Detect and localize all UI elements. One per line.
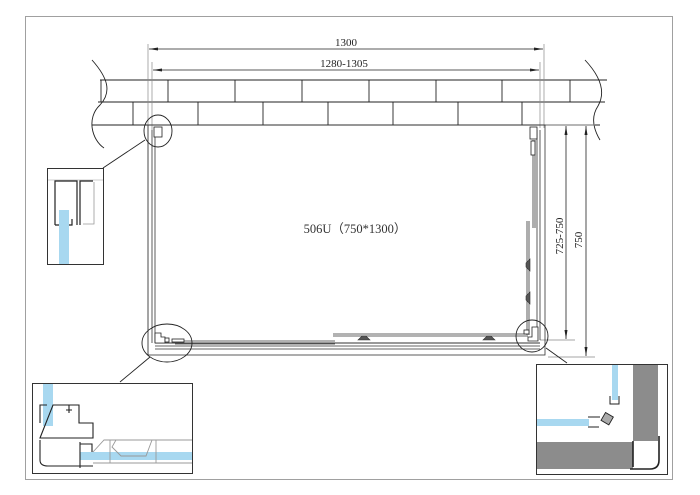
detail-top-left: [47, 168, 104, 265]
door-rollers: [357, 258, 531, 341]
page-border: [25, 16, 673, 480]
dimension-depth-adjustable: 725-750: [554, 126, 568, 339]
dimension-depth-overall-label: 750: [573, 231, 585, 248]
model-label: 506U（750*1300）: [304, 222, 407, 236]
detail-bottom-right: [536, 364, 668, 475]
dimension-width-overall-label: 1300: [335, 37, 358, 49]
dimension-width-adjustable: 1280-1305: [153, 58, 539, 72]
detail-bottom-left: [32, 383, 193, 474]
dimension-depth-overall: 750: [573, 126, 588, 356]
dimension-width-overall: 1300: [149, 37, 543, 51]
callout-circle-bottom-left: [141, 323, 193, 363]
enclosure-plan: [147, 124, 546, 356]
dimension-width-adjustable-label: 1280-1305: [320, 58, 368, 70]
callout-circle-bottom-right: [515, 319, 549, 353]
dimension-depth-adjustable-label: 725-750: [554, 217, 566, 254]
callout-circle-top-left: [143, 114, 173, 148]
